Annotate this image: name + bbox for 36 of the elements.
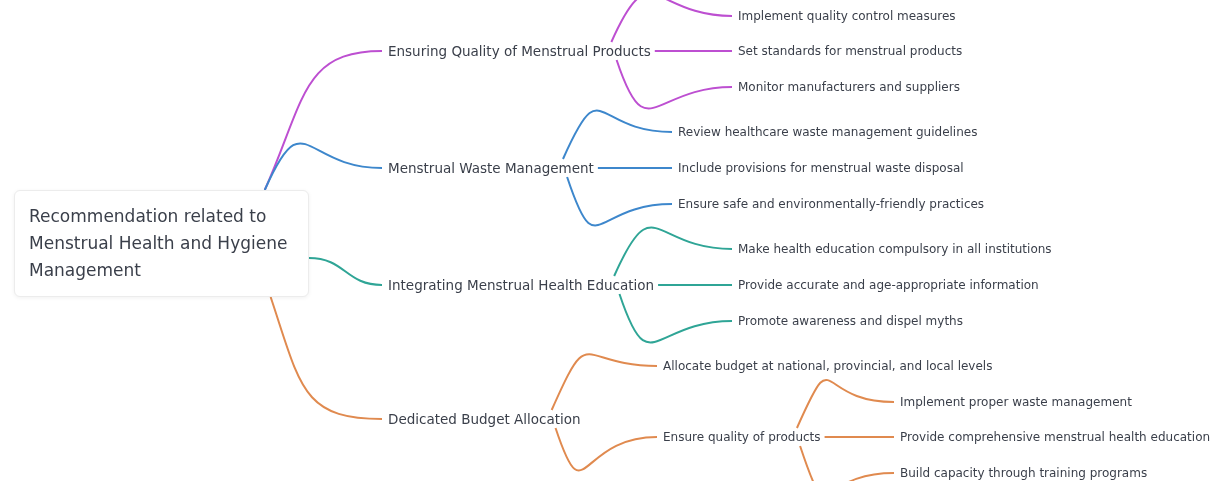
branch-connector [657, 284, 733, 286]
subtopic: Set standards for menstrual products [738, 42, 963, 60]
branch-connector [263, 142, 383, 191]
root-topic-box: Recommendation related to Menstrual Health and Hygiene Management [14, 190, 309, 297]
subtopic: Review healthcare waste management guidelines [678, 123, 978, 141]
branch-connector [610, 0, 733, 43]
subtopic: Promote awareness and dispel myths [738, 312, 963, 330]
branch-connector [554, 427, 658, 472]
branch-topic: Menstrual Waste Management [388, 159, 594, 177]
branch-connector [615, 59, 733, 110]
branch-connector [550, 353, 658, 411]
branch-connector [653, 50, 733, 52]
subtopic: Ensure safe and environmentally-friendly practices [678, 195, 985, 213]
subtopic: Make health education compulsory in all institutions [738, 240, 1052, 258]
subtopic: Include provisions for menstrual waste disposal [678, 159, 964, 177]
subtopic: Build capacity through training programs [900, 464, 1148, 481]
subtopic: Implement proper waste management [900, 393, 1132, 411]
branch-connector [596, 167, 673, 169]
subtopic: Ensure quality of products [663, 428, 821, 446]
branch-connector [269, 296, 383, 420]
branch-connector [613, 226, 733, 277]
branch-connector [618, 293, 733, 344]
branch-connector [795, 378, 895, 429]
branch-connector [562, 109, 673, 160]
subtopic: Monitor manufacturers and suppliers [738, 78, 960, 96]
branch-connector [566, 176, 673, 227]
branch-connector [823, 436, 895, 438]
branch-connector [799, 445, 895, 481]
subtopic: Allocate budget at national, provincial, and local levels [663, 357, 993, 375]
branch-topic: Dedicated Budget Allocation [388, 410, 581, 428]
subtopic: Provide accurate and age-appropriate information [738, 276, 1039, 294]
subtopic: Implement quality control measures [738, 7, 956, 25]
subtopic: Provide comprehensive menstrual health education [900, 428, 1210, 446]
branch-topic: Integrating Menstrual Health Education [388, 276, 655, 294]
branch-topic: Ensuring Quality of Menstrual Products [388, 42, 651, 60]
branch-connector [308, 257, 383, 286]
